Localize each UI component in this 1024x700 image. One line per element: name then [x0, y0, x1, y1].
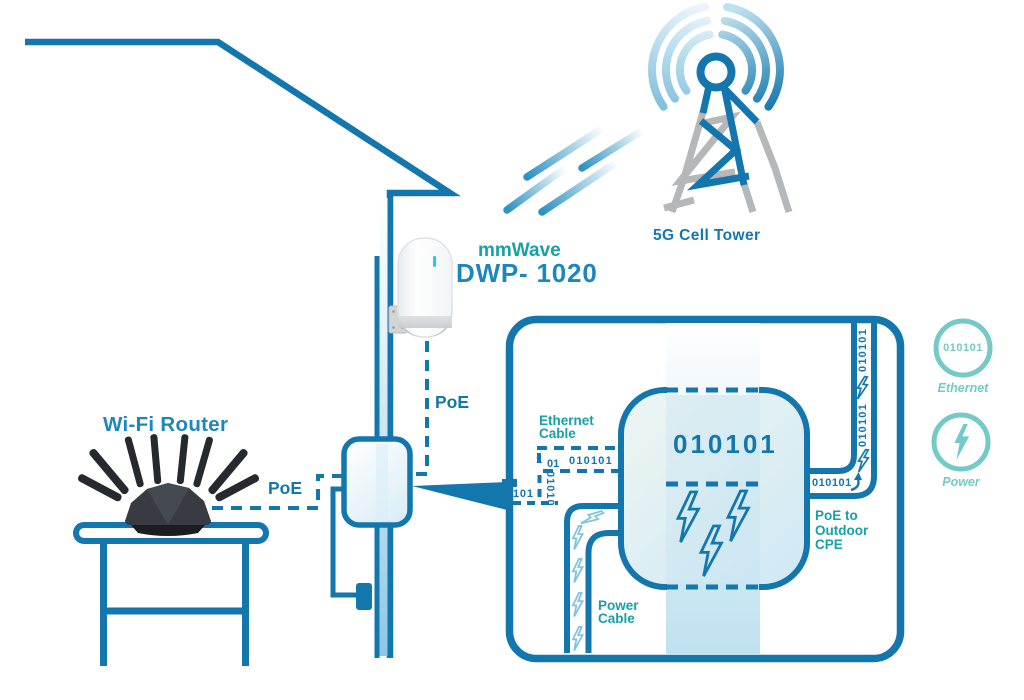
- poe-cable-wall-dashed: [411, 341, 429, 476]
- ethernet-legend-circle-icon: [933, 318, 993, 378]
- poe-cable-router-dashed: [212, 474, 344, 510]
- poe-cpe-label: PoE to Outdoor CPE: [815, 508, 869, 553]
- poe-cpe-label-line3: CPE: [815, 537, 843, 552]
- tower-waves-left-icon: [648, 3, 714, 111]
- power-cable-label-line2: Cable: [598, 611, 635, 626]
- table-icon: [73, 522, 269, 666]
- cpe-cable: [808, 323, 877, 499]
- power-cable-channel: [564, 503, 620, 653]
- zoom-callout-wedge: [412, 482, 507, 510]
- ethernet-entry-stub: [502, 479, 517, 487]
- wall-fill: [379, 198, 388, 656]
- cell-tower-icon: [648, 3, 793, 214]
- bend-arrow-head: [854, 472, 862, 480]
- poe-cpe-label-line1: PoE to: [815, 508, 858, 523]
- entry-bits-turn: 01: [547, 458, 560, 470]
- tower-label: 5G Cell Tower: [653, 227, 761, 244]
- signal-beams-icon: [503, 124, 647, 216]
- poe-cpe-label-line2: Outdoor: [815, 522, 869, 538]
- ethernet-legend-icon-text: 010101: [943, 342, 983, 354]
- roof-line: [25, 38, 461, 658]
- entry-bits-lead: 1: [536, 454, 543, 466]
- ethernet-cable-label: Ethernet Cable: [539, 413, 594, 441]
- device-body: [397, 237, 453, 338]
- power-cord-line: [330, 486, 356, 598]
- cpe-cable-bits-bend: 010101: [812, 477, 852, 489]
- inset-detail-box: [502, 315, 905, 663]
- power-cable-label: Power Cable: [598, 598, 639, 626]
- device-led: [433, 256, 437, 267]
- house-wall: [25, 38, 461, 658]
- poe-injector: [341, 436, 413, 528]
- data-stream-large: 010101: [673, 429, 778, 459]
- cpe-cable-bits-upper: 010101: [857, 328, 869, 372]
- device-model-label: DWP- 1020: [456, 258, 598, 288]
- legend-icons: [931, 318, 993, 472]
- poe-wall-label: PoE: [435, 392, 470, 412]
- device-brand-label: mmWave: [478, 240, 561, 261]
- dwp1020-device: [388, 237, 453, 338]
- wall-outlet-box: [356, 583, 372, 610]
- power-legend-circle-icon: [931, 412, 991, 472]
- poe-router-label: PoE: [268, 478, 303, 498]
- entry-bits-row: 010101: [569, 455, 613, 467]
- router-label: Wi-Fi Router: [103, 413, 229, 436]
- entry-bits-column: 01010: [544, 471, 556, 507]
- router-base: [131, 525, 205, 536]
- power-legend-label: Power: [942, 475, 980, 489]
- ethernet-cable-label-line2: Cable: [539, 426, 576, 441]
- ethernet-legend-label: Ethernet: [937, 381, 989, 395]
- wifi-router-icon: [77, 434, 260, 536]
- tower-antenna-ring: [696, 52, 736, 92]
- ethernet-cable-label-line1: Ethernet: [539, 413, 594, 428]
- power-cable-label-line1: Power: [598, 598, 639, 613]
- ethernet-entry-dashes: [513, 446, 618, 505]
- tower-waves-right-icon: [718, 3, 784, 111]
- cpe-cable-bits-lower: 010101: [857, 403, 869, 447]
- tower-lattice-blue: [686, 85, 760, 191]
- power-legend-bolt-icon: [954, 424, 970, 461]
- injector-zoomed: [618, 384, 810, 593]
- entry-bits-start: 101: [513, 488, 534, 500]
